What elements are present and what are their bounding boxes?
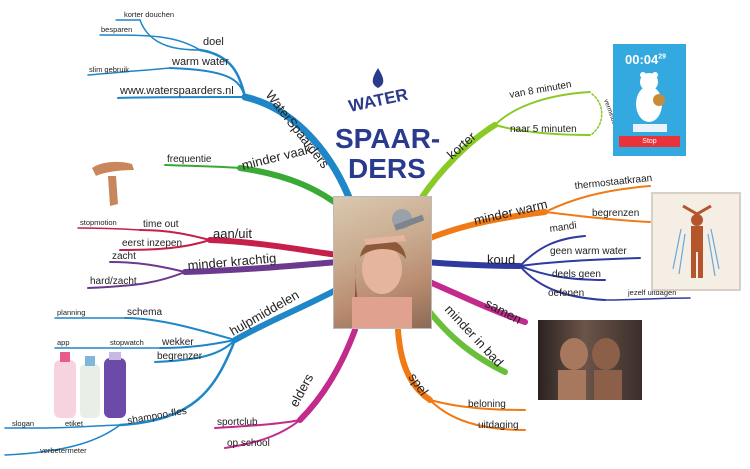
- label-planning: planning: [57, 308, 85, 317]
- shower-drawing: [651, 192, 741, 291]
- timer-time: 00:0429: [625, 52, 666, 67]
- label-van-8-minuten: van 8 minuten: [509, 79, 573, 101]
- branch-waterspaarders-lines: [87, 19, 356, 209]
- labels-korter: korter van 8 minuten verminderen naar 5 …: [444, 79, 621, 162]
- label-uitdaging: uitdaging: [478, 420, 519, 431]
- labels-elders: elders sportclub op school: [217, 371, 317, 449]
- central-photo: [333, 196, 432, 329]
- branch-minder-vaak-lines: [164, 164, 348, 213]
- label-mandi: mandi: [549, 220, 578, 235]
- shampoo-bottles-icon: [54, 352, 126, 418]
- label-jezelf-uitdagen: jezelf uitdagen: [627, 288, 676, 297]
- label-aan-uit: aan/uit: [213, 226, 252, 241]
- samen-photo: [538, 320, 642, 400]
- label-slim-gebruik: slim gebruik: [89, 65, 129, 74]
- label-minder-warm: minder warm: [472, 196, 549, 228]
- label-hard-zacht: hard/zacht: [90, 276, 137, 287]
- label-doel: doel: [203, 36, 224, 48]
- labels-aan-uit: aan/uit time out stopmotion eerst inzepe…: [80, 218, 252, 249]
- branch-korter-lines: [417, 91, 603, 203]
- label-korter: korter: [444, 128, 479, 162]
- label-op-school: op school: [227, 438, 270, 449]
- label-oefenen: oefenen: [548, 288, 584, 299]
- label-begrenzen: begrenzen: [592, 208, 639, 219]
- label-app: app: [57, 338, 70, 347]
- label-frequentie: frequentie: [167, 154, 212, 165]
- label-koud: koud: [487, 252, 515, 267]
- label-sportclub: sportclub: [217, 417, 258, 428]
- label-thermostaatkraan: thermostaatkraan: [574, 173, 653, 192]
- shampoo-bottles: [50, 350, 130, 420]
- label-beloning: beloning: [468, 399, 506, 410]
- stop-button[interactable]: Stop: [619, 136, 680, 147]
- label-url: www.waterspaarders.nl: [119, 85, 234, 97]
- label-deels-geen: deels geen: [552, 269, 601, 280]
- label-eerst-inzepen: eerst inzepen: [122, 238, 182, 249]
- label-wekker: wekker: [161, 337, 194, 348]
- label-stopmotion: stopmotion: [80, 218, 117, 227]
- label-verbetermeter: verbetermeter: [40, 446, 87, 455]
- water-drop-icon: [372, 68, 384, 88]
- waterspaarders-logo: WATER SPAAR- DERS: [335, 68, 440, 184]
- branch-minder-krachtig-lines: [87, 259, 341, 289]
- shower-timer-app: 00:0429 Stop: [613, 44, 686, 156]
- label-besparen: besparen: [101, 25, 132, 34]
- label-geen-warm-water: geen warm water: [550, 246, 627, 257]
- girl-under-shower-icon: [352, 209, 425, 328]
- label-naar-5-minuten: naar 5 minuten: [510, 124, 577, 135]
- label-slogan: slogan: [12, 419, 34, 428]
- logo-word-ders: DERS: [348, 153, 426, 184]
- branch-minder-warm-lines: [422, 185, 651, 243]
- branch-hulpmiddelen-lines: [4, 282, 348, 456]
- label-samen: samen: [483, 295, 525, 327]
- label-warm-water: warm water: [171, 56, 229, 68]
- label-schema: schema: [127, 307, 162, 318]
- label-shampoo-fles: shampoo-fles: [127, 406, 188, 427]
- branch-spel-lines: [395, 327, 526, 431]
- labels-koud: koud mandi geen warm water deels geen oe…: [487, 220, 676, 299]
- branch-koud-lines: [422, 235, 691, 301]
- timer-main: 00:04: [625, 52, 659, 67]
- label-korter-douchen: korter douchen: [124, 10, 174, 19]
- label-begrenzer: begrenzer: [157, 351, 203, 362]
- branch-samen-lines: [422, 277, 528, 325]
- logo-word-spaar: SPAAR-: [335, 123, 440, 154]
- logo-word-water: WATER: [347, 85, 410, 116]
- stop-label: Stop: [642, 138, 657, 145]
- label-etiket: etiket: [65, 419, 84, 428]
- label-time-out: time out: [143, 219, 179, 230]
- shower-person-icon: [672, 204, 720, 278]
- label-zacht: zacht: [112, 251, 136, 262]
- branch-aan-uit-lines: [77, 227, 341, 258]
- branch-elders-lines: [214, 327, 358, 449]
- two-people-icon: [558, 338, 622, 400]
- time-out-hand-icon: [92, 161, 134, 206]
- polar-bear-icon: [633, 72, 667, 132]
- label-minder-vaak: minder vaak: [240, 141, 313, 173]
- timer-fraction: 29: [658, 53, 667, 61]
- label-stopwatch: stopwatch: [110, 338, 144, 347]
